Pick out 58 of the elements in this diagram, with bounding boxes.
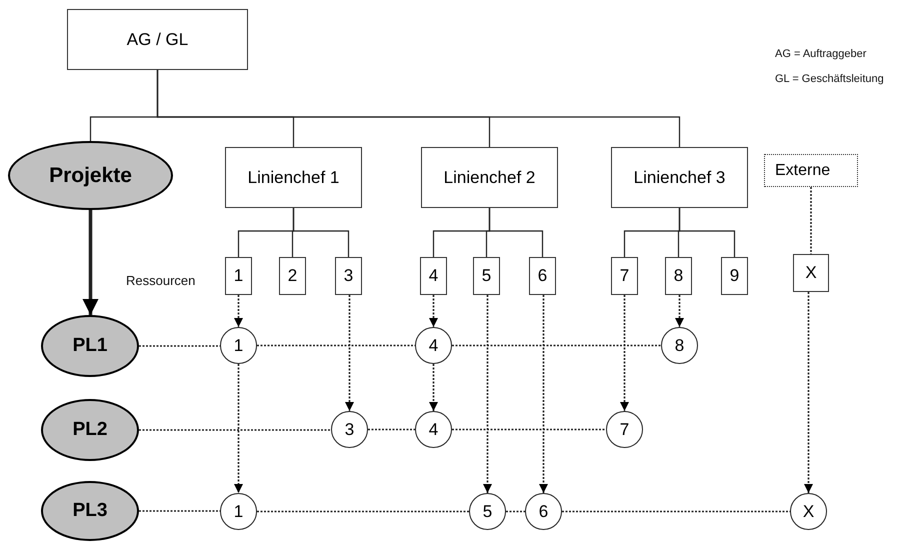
- assignment-circle: 6: [525, 493, 562, 530]
- assignment-circle: 4: [415, 327, 452, 364]
- resource-box: 2: [279, 257, 306, 295]
- resource-box: 5: [473, 257, 500, 295]
- project-lead-ellipse: PL3: [41, 481, 139, 541]
- manager-box: AG / GL: [67, 9, 248, 70]
- dotted-connector: [345, 295, 354, 411]
- dotted-connector: [429, 364, 438, 411]
- manager-box: Linienchef 2: [421, 147, 558, 208]
- dotted-connector: [139, 345, 220, 347]
- resource-box: 1: [225, 257, 252, 295]
- legend-note: GL = Geschäftsleitung: [775, 73, 884, 85]
- connector-line: [82, 210, 98, 315]
- project-lead-ellipse: PL1: [41, 315, 139, 377]
- external-box: Externe: [764, 154, 858, 187]
- resource-box: 3: [335, 257, 362, 295]
- dotted-connector: [483, 295, 492, 493]
- dotted-connector: [562, 510, 790, 512]
- resource-box: X: [793, 254, 829, 292]
- dotted-connector: [620, 295, 629, 411]
- dotted-connector: [234, 295, 243, 327]
- assignment-circle: 7: [606, 411, 643, 448]
- dotted-connector: [139, 510, 220, 512]
- assignment-circle: 3: [331, 411, 368, 448]
- assignment-circle: 8: [661, 327, 698, 364]
- assignment-circle: 1: [220, 493, 257, 530]
- dotted-connector: [139, 429, 331, 431]
- dotted-connector: [257, 344, 415, 346]
- manager-box: Linienchef 1: [225, 147, 362, 208]
- dotted-connector: [452, 344, 661, 346]
- assignment-circle: 5: [469, 493, 506, 530]
- dotted-connector: [257, 510, 469, 512]
- dotted-connector: [506, 510, 525, 512]
- assignment-circle: 4: [415, 411, 452, 448]
- dotted-connector: [429, 295, 438, 327]
- assignment-circle: 1: [220, 327, 257, 364]
- dotted-connector: [804, 292, 813, 493]
- dotted-connector: [539, 295, 548, 493]
- manager-box: Linienchef 3: [611, 147, 748, 208]
- dotted-connector: [234, 364, 243, 493]
- resource-box: 7: [611, 257, 638, 295]
- dotted-connector: [675, 295, 684, 327]
- connector-line: [488, 208, 544, 257]
- project-lead-ellipse: PL2: [41, 399, 139, 461]
- dotted-connector: [452, 428, 606, 430]
- dotted-connector: [810, 187, 812, 254]
- connector-line: [292, 208, 350, 257]
- assignment-circle: X: [790, 493, 827, 530]
- dotted-connector: [368, 428, 415, 430]
- resource-box: 4: [420, 257, 447, 295]
- project-ellipse: Projekte: [8, 141, 173, 210]
- legend-note: AG = Auftraggeber: [775, 48, 866, 60]
- connector-line: [156, 70, 680, 147]
- row-label: Ressourcen: [126, 273, 196, 288]
- resource-box: 9: [721, 257, 748, 295]
- connector-line: [678, 208, 736, 257]
- resource-box: 6: [529, 257, 556, 295]
- resource-box: 8: [665, 257, 692, 295]
